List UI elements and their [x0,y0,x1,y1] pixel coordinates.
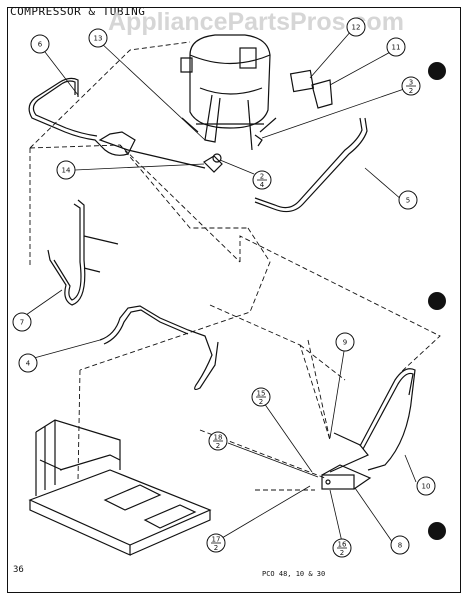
registration-dot-bottom [428,522,446,540]
fraction-bottom: 4 [260,181,265,189]
fraction-bottom: 2 [214,544,218,552]
part-11 [311,79,333,109]
fraction-bottom: 2 [259,398,263,406]
callout-9: 9 [335,332,355,352]
registration-dot-top [428,62,446,80]
fraction-callout-15: 152 [251,387,271,407]
page-number: 36 [13,565,24,575]
compressor [180,34,277,151]
dashed-connectors [29,41,441,491]
fraction-bottom: 2 [340,549,344,557]
callout-label: 4 [26,360,31,368]
fraction-top: 2 [260,173,264,181]
fraction-callout-16: 162 [332,538,352,558]
callout-label: 7 [20,319,24,327]
service-valve [321,464,372,490]
callout-label: 9 [343,339,347,347]
fraction-callout-2: 24 [252,170,272,190]
callout-label: 11 [392,44,401,52]
registration-dot-middle [428,292,446,310]
callout-12: 12 [346,17,366,37]
fraction-top: 17 [212,536,221,544]
callout-11: 11 [386,37,406,57]
document-reference: PCO 48, 10 & 30 [262,570,326,578]
callout-label: 14 [62,167,71,175]
fraction-callout-3: 32 [401,76,421,96]
tube-4 [99,305,219,391]
callout-5: 5 [398,190,418,210]
callout-label: 13 [94,35,103,43]
callout-13: 13 [88,28,108,48]
fraction-callout-17: 172 [206,533,226,553]
callout-label: 6 [38,41,43,49]
callout-6: 6 [30,34,50,54]
fraction-top: 18 [214,434,223,442]
page-border [7,7,461,593]
callout-10: 10 [416,476,436,496]
tube-9 [329,432,369,473]
part-12 [289,69,315,93]
fitting-2 [212,153,222,163]
fraction-callout-18: 182 [208,431,228,451]
fitting-14 [203,155,223,173]
tube-5 [254,117,363,209]
callout-label: 10 [422,483,431,491]
callout-4: 4 [18,353,38,373]
callout-14: 14 [56,160,76,180]
callout-label: 12 [352,24,361,32]
callout-label: 8 [398,542,402,550]
tube-7 [47,199,86,306]
fraction-top: 3 [409,79,413,87]
fraction-top: 15 [257,390,266,398]
diagram-title: COMPRESSOR & TUBING [10,5,146,18]
fraction-bottom: 2 [409,87,413,95]
callout-label: 5 [406,197,410,205]
callout-8: 8 [390,535,410,555]
fraction-top: 16 [338,541,347,549]
tube-10 [359,368,416,471]
tube-6 [28,77,206,169]
callout-7: 7 [12,312,32,332]
fraction-bottom: 2 [216,442,220,450]
base-pan [28,419,212,556]
leader-lines [25,29,417,544]
